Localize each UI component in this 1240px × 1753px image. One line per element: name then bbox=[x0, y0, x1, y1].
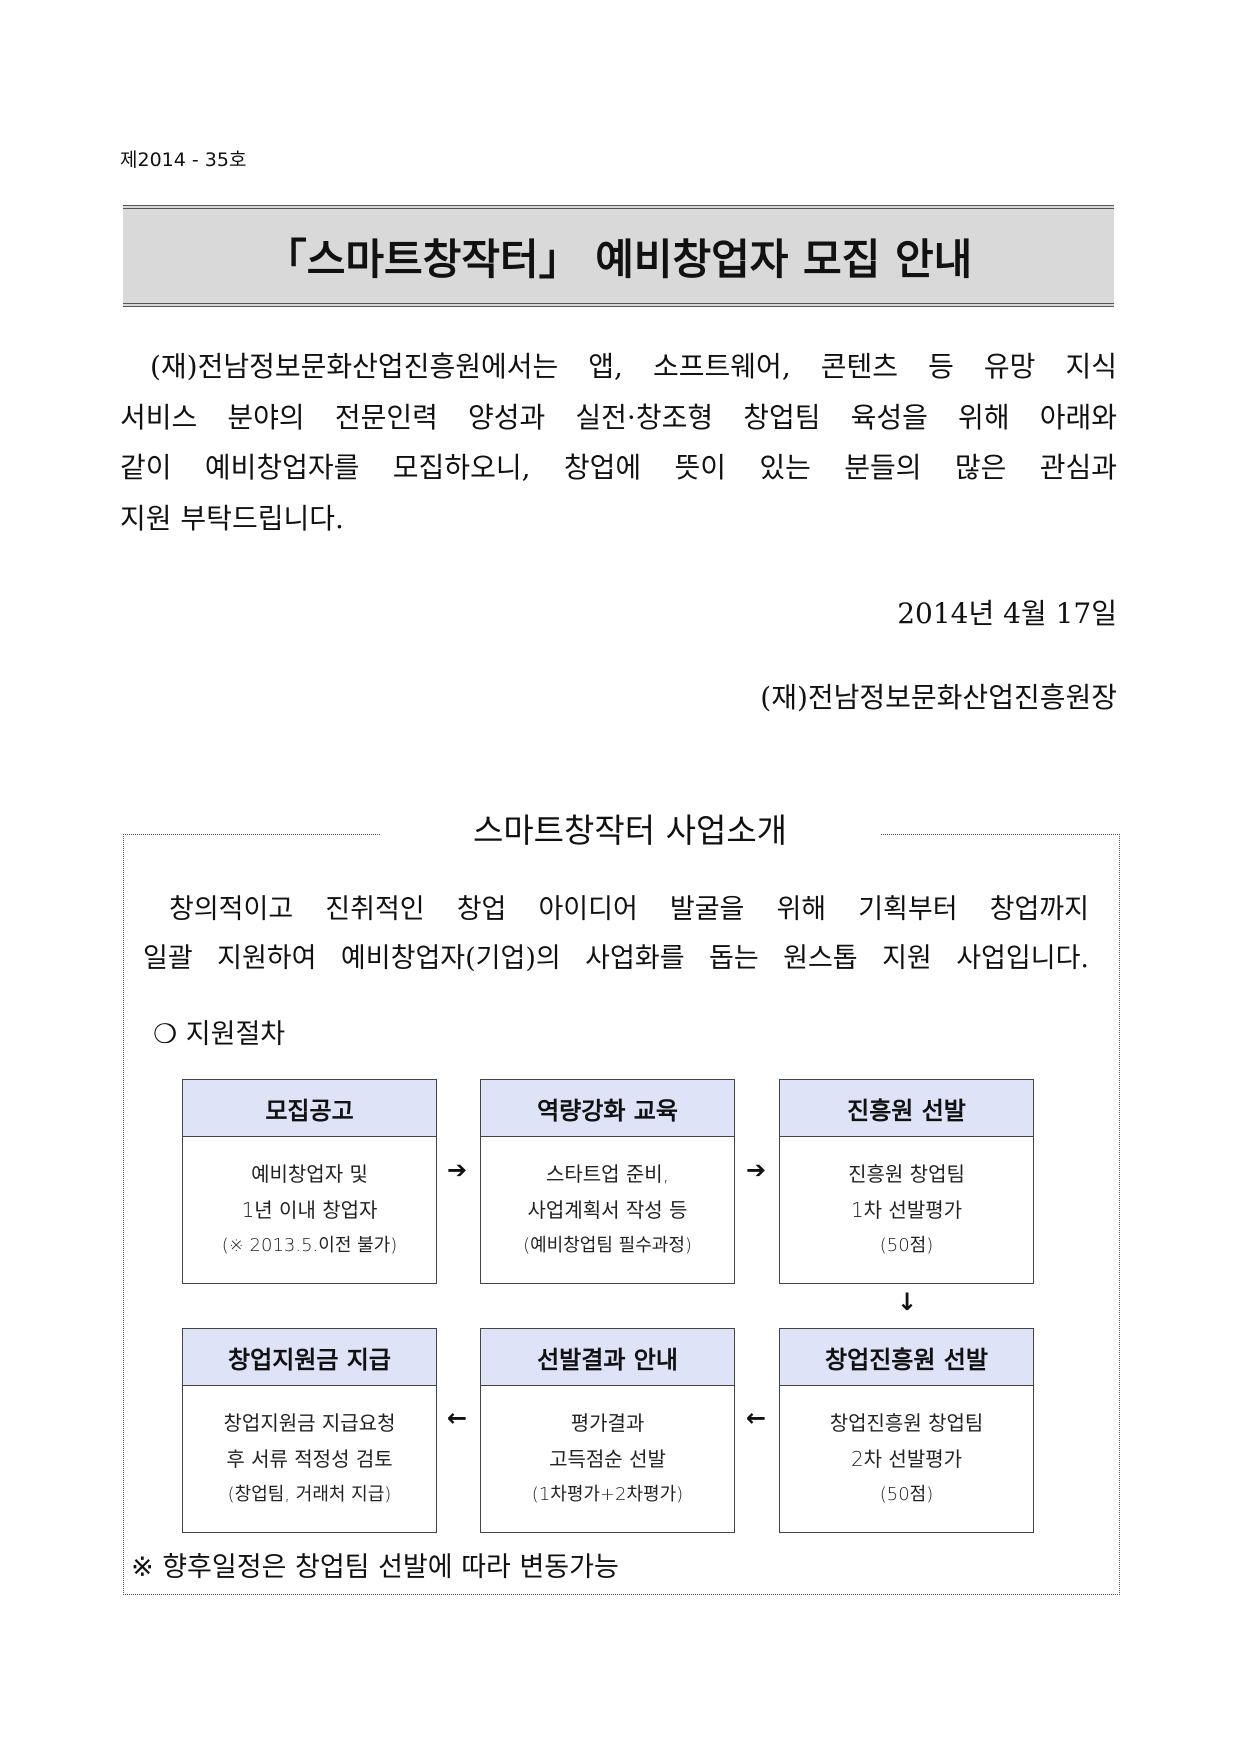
procedure-label: ❍ 지원절차 bbox=[153, 1019, 286, 1050]
step-line: 2차 선발평가 bbox=[850, 1447, 963, 1471]
step-line: 창업진흥원 창업팀 bbox=[829, 1411, 984, 1435]
section-paragraph: 창의적이고 진취적인 창업 아이디어 발굴을 위해 기획부터 창업까지 일괄 지… bbox=[143, 885, 1089, 983]
step-title: 역량강화 교육 bbox=[481, 1080, 734, 1137]
step-line: (※ 2013.5.이전 불가) bbox=[221, 1235, 398, 1256]
intro-line: (재)전남정보문화산업진흥원에서는 앱, 소프트웨어, 콘텐츠 등 유망 지식 bbox=[150, 350, 1117, 383]
step-second-selection: 창업진흥원 선발 창업진흥원 창업팀 2차 선발평가 (50점) bbox=[779, 1328, 1034, 1533]
step-training: 역량강화 교육 스타트업 준비, 사업계획서 작성 등 (예비창업팀 필수과정) bbox=[480, 1079, 735, 1284]
step-line: 사업계획서 작성 등 bbox=[527, 1198, 688, 1222]
step-title: 선발결과 안내 bbox=[481, 1329, 734, 1386]
step-line: (예비창업팀 필수과정) bbox=[523, 1235, 692, 1256]
step-line: 진흥원 창업팀 bbox=[848, 1162, 965, 1186]
arrow-left-icon: ← bbox=[746, 1404, 767, 1432]
step-line: 1차 선발평가 bbox=[850, 1198, 963, 1222]
step-title: 창업지원금 지급 bbox=[183, 1329, 436, 1386]
intro-paragraph: (재)전남정보문화산업진흥원에서는 앱, 소프트웨어, 콘텐츠 등 유망 지식 … bbox=[120, 342, 1117, 544]
step-line: 고득점순 선발 bbox=[549, 1447, 666, 1471]
intro-line: 지원 부탁드립니다. bbox=[120, 501, 344, 535]
arrow-right-icon: ➔ bbox=[746, 1156, 767, 1184]
step-line: (1차평가+2차평가) bbox=[531, 1484, 684, 1505]
intro-line: 같이 예비창업자를 모집하오니, 창업에 뜻이 있는 분들의 많은 관심과 bbox=[120, 451, 1117, 484]
step-line: 1년 이내 창업자 bbox=[241, 1198, 378, 1222]
date: 2014년 4월 17일 bbox=[897, 597, 1117, 630]
arrow-left-icon: ← bbox=[447, 1404, 468, 1432]
section-line: 일괄 지원하여 예비창업자(기업)의 사업화를 돕는 원스톱 지원 사업입니다. bbox=[143, 943, 1089, 974]
signature: (재)전남정보문화산업진흥원장 bbox=[760, 681, 1117, 714]
section-title: 스마트창작터 사업소개 bbox=[380, 804, 880, 852]
section-line: 창의적이고 진취적인 창업 아이디어 발굴을 위해 기획부터 창업까지 bbox=[169, 894, 1089, 925]
intro-line: 서비스 분야의 전문인력 양성과 실전·창조형 창업팀 육성을 위해 아래와 bbox=[120, 400, 1117, 434]
step-line: (50점) bbox=[879, 1484, 934, 1505]
arrow-down-icon: ↓ bbox=[897, 1288, 918, 1316]
step-title: 진흥원 선발 bbox=[780, 1080, 1033, 1137]
arrow-right-icon: ➔ bbox=[447, 1156, 468, 1184]
step-recruitment: 모집공고 예비창업자 및 1년 이내 창업자 (※ 2013.5.이전 불가) bbox=[182, 1079, 437, 1284]
step-line: (창업팀, 거래처 지급) bbox=[227, 1484, 392, 1505]
step-line: 스타트업 준비, bbox=[545, 1162, 670, 1186]
document-number: 제2014 - 35호 bbox=[120, 149, 247, 171]
step-line: 평가결과 bbox=[570, 1411, 645, 1435]
schedule-note: ※ 향후일정은 창업팀 선발에 따라 변동가능 bbox=[131, 1552, 619, 1583]
step-first-selection: 진흥원 선발 진흥원 창업팀 1차 선발평가 (50점) bbox=[779, 1079, 1034, 1284]
step-line: 예비창업자 및 bbox=[251, 1162, 368, 1186]
page-title: 「스마트창작터」 예비창업자 모집 안내 bbox=[123, 205, 1114, 307]
step-title: 창업진흥원 선발 bbox=[780, 1329, 1033, 1386]
step-line: 후 서류 적정성 검토 bbox=[226, 1447, 393, 1471]
step-line: (50점) bbox=[879, 1235, 934, 1256]
step-title: 모집공고 bbox=[183, 1080, 436, 1137]
step-line: 창업지원금 지급요청 bbox=[223, 1411, 396, 1435]
